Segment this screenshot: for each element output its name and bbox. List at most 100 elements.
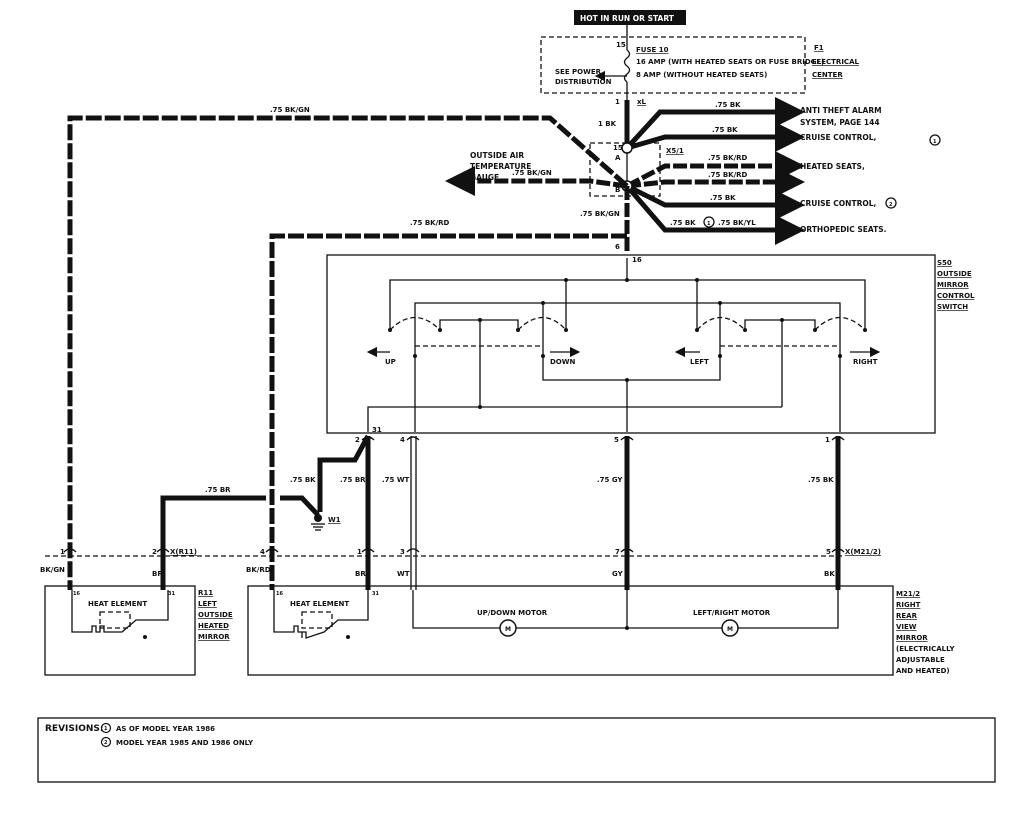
svg-text:6: 6 <box>615 243 620 251</box>
svg-text:.75 BK: .75 BK <box>710 194 736 202</box>
svg-text:31: 31 <box>168 591 175 597</box>
svg-text:RIGHT: RIGHT <box>853 358 878 366</box>
svg-text:xL: xL <box>637 98 647 106</box>
svg-text:.75 GY: .75 GY <box>597 476 623 484</box>
svg-text:3: 3 <box>400 548 405 556</box>
motor-icon: M <box>721 619 739 637</box>
svg-text:16 AMP (WITH HEATED SEATS OR F: 16 AMP (WITH HEATED SEATS OR FUSE BRIDGE… <box>636 58 824 66</box>
svg-text:CONTROL: CONTROL <box>937 292 975 300</box>
svg-text:OUTSIDE: OUTSIDE <box>937 270 972 278</box>
svg-text:5: 5 <box>614 436 619 444</box>
svg-text:S50: S50 <box>937 259 952 267</box>
svg-text:HEAT ELEMENT: HEAT ELEMENT <box>290 600 349 608</box>
connector: 1 2 X(R11) 4 1 3 7 5 X(M21/2) BK/GN BR B… <box>40 548 881 578</box>
svg-text:.75 BR: .75 BR <box>340 476 366 484</box>
svg-text:4: 4 <box>400 436 405 444</box>
svg-text:F1: F1 <box>814 44 824 52</box>
svg-text:2: 2 <box>152 548 157 556</box>
svg-text:7: 7 <box>615 548 620 556</box>
svg-text:BR: BR <box>152 570 163 578</box>
svg-text:.75 BK/RD: .75 BK/RD <box>708 154 748 162</box>
svg-text:LEFT: LEFT <box>198 600 217 608</box>
svg-text:.75 BK/GN: .75 BK/GN <box>270 106 310 114</box>
svg-text:X5/1: X5/1 <box>666 147 684 155</box>
svg-text:.75 BK: .75 BK <box>712 126 738 134</box>
wire-bk-rd <box>269 233 627 590</box>
svg-text:OUTSIDE: OUTSIDE <box>198 611 233 619</box>
svg-text:1: 1 <box>60 548 65 556</box>
svg-text:ORTHOPEDIC SEATS.: ORTHOPEDIC SEATS. <box>800 225 887 234</box>
svg-text:16: 16 <box>632 256 642 264</box>
svg-text:.75 BR: .75 BR <box>205 486 231 494</box>
lower-wires: W1 .75 BK .75 BR .75 WT .75 GY .75 BK .7… <box>160 434 841 590</box>
motor-icon: M <box>499 619 517 637</box>
svg-text:CRUISE CONTROL,: CRUISE CONTROL, <box>800 133 876 142</box>
svg-text:MIRROR: MIRROR <box>896 634 928 642</box>
svg-text:1 BK: 1 BK <box>598 120 617 128</box>
svg-text:GAUGE.: GAUGE. <box>470 173 502 182</box>
svg-text:ELECTRICAL: ELECTRICAL <box>812 58 859 66</box>
svg-text:.75 BK/YL: .75 BK/YL <box>718 219 756 227</box>
svg-text:1: 1 <box>615 98 620 106</box>
svg-text:B: B <box>615 186 620 194</box>
splice-x5-1: 1 BK X5/1 15 A B .75 BK ANTI THEFT ALARM… <box>445 97 941 252</box>
revisions-box: REVISIONS: 1 AS OF MODEL YEAR 1986 2 MOD… <box>37 717 996 783</box>
svg-text:1: 1 <box>104 726 108 732</box>
svg-text:UP: UP <box>385 358 396 366</box>
svg-text:SEE POWER: SEE POWER <box>555 68 602 76</box>
svg-text:MODEL YEAR 1985 AND 1986 ONLY: MODEL YEAR 1985 AND 1986 ONLY <box>116 739 254 747</box>
svg-text:ANTI THEFT ALARM: ANTI THEFT ALARM <box>800 106 882 115</box>
svg-text:SYSTEM, PAGE 144: SYSTEM, PAGE 144 <box>800 118 880 127</box>
svg-text:5: 5 <box>826 548 831 556</box>
svg-text:.75 BK/GN: .75 BK/GN <box>512 169 552 177</box>
svg-text:SWITCH: SWITCH <box>937 303 968 311</box>
left-outside-heated-mirror: 16 31 HEAT ELEMENT R11 LEFT OUTSIDE HEAT… <box>44 585 233 676</box>
svg-text:WT: WT <box>397 570 410 578</box>
svg-text:UP/DOWN MOTOR: UP/DOWN MOTOR <box>477 609 548 617</box>
power-source-label: HOT IN RUN OR START <box>574 10 686 25</box>
svg-text:CENTER: CENTER <box>812 71 843 79</box>
svg-text:16: 16 <box>73 591 80 597</box>
svg-text:X(M21/2): X(M21/2) <box>845 548 881 556</box>
svg-text:.75 BK: .75 BK <box>715 101 741 109</box>
svg-text:1: 1 <box>825 436 830 444</box>
svg-text:W1: W1 <box>328 516 341 524</box>
svg-text:HEATED: HEATED <box>198 622 229 630</box>
svg-text:CRUISE CONTROL,: CRUISE CONTROL, <box>800 199 876 208</box>
right-rear-view-mirror: 16 31 HEAT ELEMENT M M UP/DOWN MOTOR LEF… <box>247 585 956 676</box>
svg-text:31: 31 <box>372 426 382 434</box>
svg-text:1: 1 <box>707 221 711 227</box>
svg-text:M: M <box>505 626 511 633</box>
svg-text:HEATED SEATS,: HEATED SEATS, <box>800 162 865 171</box>
svg-text:M21/2: M21/2 <box>896 590 920 598</box>
svg-text:.75 BK: .75 BK <box>808 476 834 484</box>
svg-text:BR: BR <box>355 570 366 578</box>
svg-text:.75 BK/RD: .75 BK/RD <box>708 171 748 179</box>
svg-text:8 AMP (WITHOUT HEATED SEATS): 8 AMP (WITHOUT HEATED SEATS) <box>636 71 767 79</box>
svg-text:1: 1 <box>357 548 362 556</box>
svg-text:2: 2 <box>355 436 360 444</box>
svg-text:REVISIONS:: REVISIONS: <box>45 724 104 734</box>
svg-text:FUSE 10: FUSE 10 <box>636 46 669 54</box>
svg-text:.75 BK: .75 BK <box>290 476 316 484</box>
svg-text:MIRROR: MIRROR <box>937 281 969 289</box>
heat-element-icon <box>273 590 369 639</box>
wire-bk-gn-left <box>67 115 629 590</box>
svg-text:1: 1 <box>933 139 937 145</box>
svg-text:OUTSIDE AIR: OUTSIDE AIR <box>470 151 524 160</box>
svg-text:16: 16 <box>276 591 283 597</box>
svg-text:DOWN: DOWN <box>550 358 575 366</box>
svg-text:HOT IN RUN OR START: HOT IN RUN OR START <box>580 14 675 23</box>
svg-text:AS OF MODEL YEAR 1986: AS OF MODEL YEAR 1986 <box>116 725 215 733</box>
svg-text:4: 4 <box>260 548 265 556</box>
svg-text:BK: BK <box>824 570 835 578</box>
heat-element-icon <box>71 590 169 633</box>
svg-text:R11: R11 <box>198 589 213 597</box>
svg-text:15: 15 <box>613 144 623 152</box>
svg-text:A: A <box>615 154 621 162</box>
svg-text:BK/GN: BK/GN <box>40 566 65 574</box>
svg-text:2: 2 <box>104 740 108 746</box>
svg-text:31: 31 <box>372 591 379 597</box>
fuse-block: 15 FUSE 10 16 AMP (WITH HEATED SEATS OR … <box>540 25 859 106</box>
